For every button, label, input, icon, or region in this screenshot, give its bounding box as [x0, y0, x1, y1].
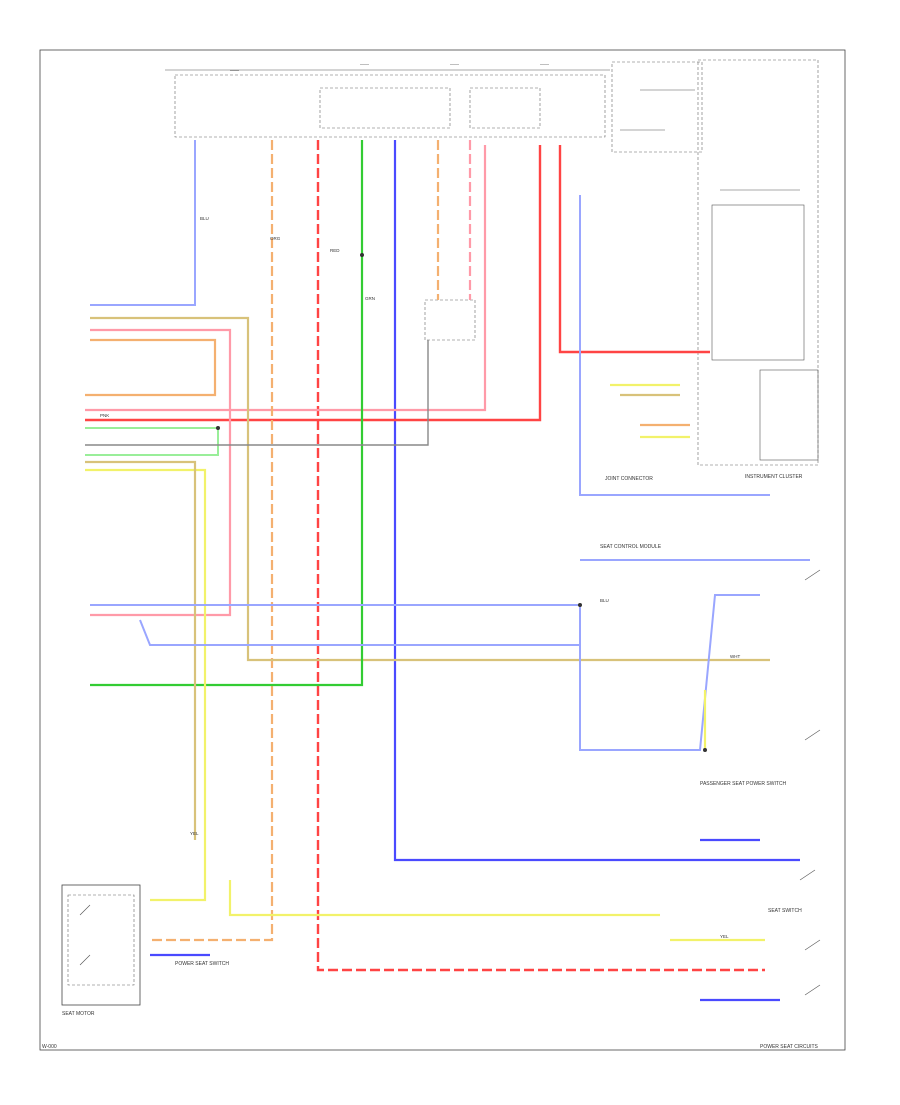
svg-text:BLU: BLU	[600, 598, 609, 603]
svg-text:GRN: GRN	[365, 296, 375, 301]
passenger-seat-label: PASSENGER SEAT POWER SWITCH	[700, 781, 787, 787]
wire-green	[90, 140, 364, 687]
svg-text:WHT: WHT	[730, 654, 740, 659]
svg-text:——: ——	[360, 62, 370, 67]
wire-tan-short	[85, 460, 197, 840]
wire-blue-main	[393, 140, 800, 862]
wire-pink-mid	[85, 145, 487, 412]
instrument-cluster-block: INSTRUMENT CLUSTER	[697, 59, 819, 480]
wire-joints	[216, 253, 707, 752]
switch-symbols	[799, 569, 821, 996]
svg-text:YEL: YEL	[720, 934, 729, 939]
svg-text:ORG: ORG	[270, 236, 281, 241]
wire-tan	[90, 316, 770, 662]
svg-text:RED: RED	[330, 248, 340, 253]
power-seat-switch-label: POWER SEAT SWITCH	[175, 961, 229, 967]
svg-text:PNK: PNK	[100, 413, 109, 418]
wire-green-short	[85, 427, 219, 456]
top-module: —— —— —— ——	[165, 62, 610, 138]
seat-motor-label: SEAT MOTOR	[62, 1011, 95, 1017]
seat-control-module-label: SEAT CONTROL MODULE	[600, 544, 662, 550]
wire-gray	[85, 340, 429, 446]
wire-blue-left	[90, 140, 196, 306]
seat-switch-label: SEAT SWITCH	[768, 908, 802, 914]
seat-motor-block: SEAT MOTOR	[61, 884, 141, 1017]
svg-text:YEL: YEL	[190, 831, 199, 836]
wire-blue-lower	[139, 619, 580, 646]
joint-connector-label: JOINT CONNECTOR	[605, 476, 653, 482]
wire-blue-cluster	[579, 195, 770, 496]
wire-yellow-bottom	[228, 880, 660, 917]
diagram-frame	[39, 49, 846, 1051]
wire-blue-switch	[579, 594, 760, 751]
instrument-cluster-label: INSTRUMENT CLUSTER	[745, 474, 803, 480]
svg-text:——: ——	[450, 62, 460, 67]
svg-text:——: ——	[230, 68, 240, 73]
wire-red-cluster	[558, 145, 710, 354]
junction-box	[424, 299, 476, 341]
footer-left: W-000	[42, 1044, 57, 1050]
footer-right: POWER SEAT CIRCUITS	[760, 1044, 819, 1050]
wire-orange-short	[85, 338, 217, 397]
svg-text:——: ——	[540, 62, 550, 67]
wire-pink-left	[90, 328, 232, 617]
wire-tags: BLU BLU ORG RED GRN YEL YEL PNK WHT	[100, 216, 740, 939]
wire-yellow	[85, 468, 207, 902]
svg-text:BLU: BLU	[200, 216, 209, 221]
wire-red-right	[85, 145, 542, 422]
wire-orange	[150, 140, 274, 942]
wire-red-bottom	[316, 140, 765, 972]
relay-box	[611, 61, 703, 153]
